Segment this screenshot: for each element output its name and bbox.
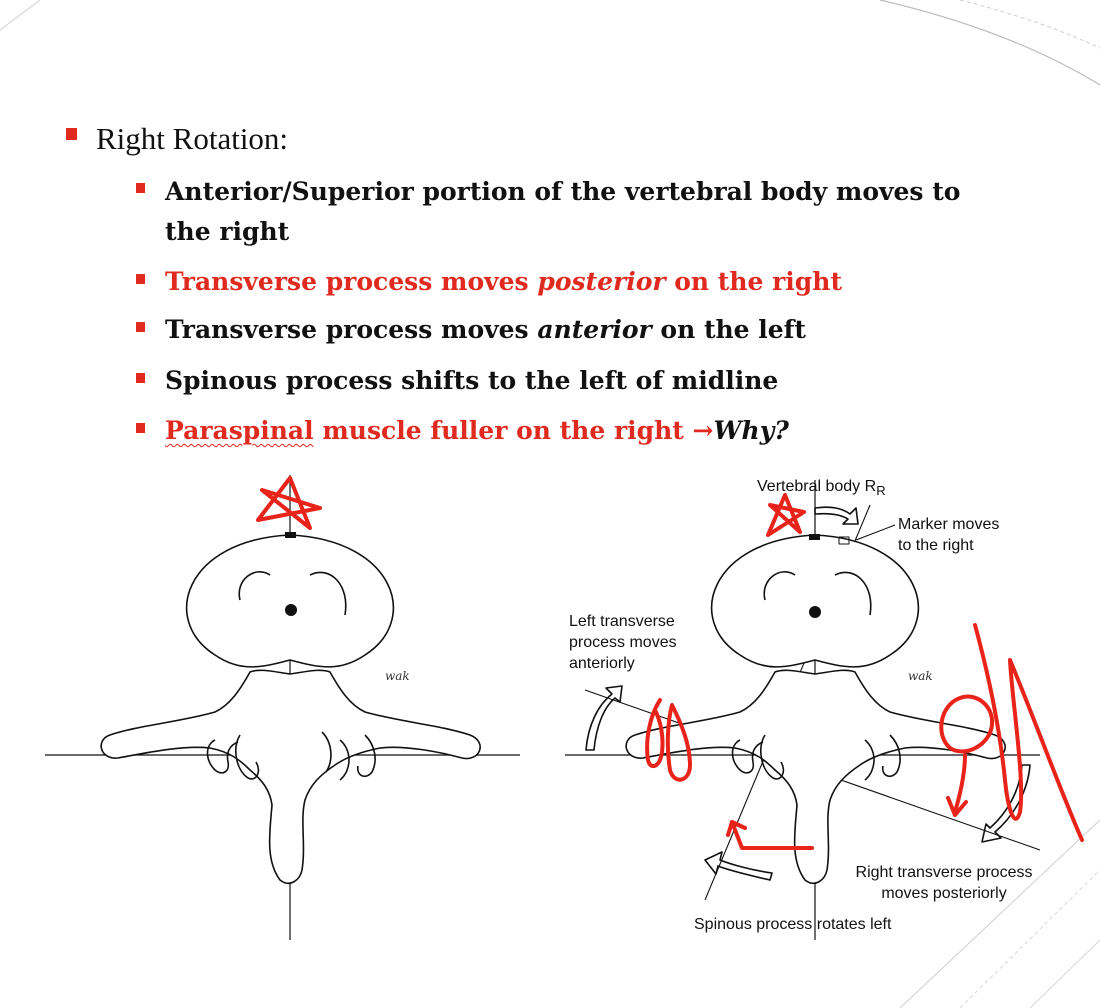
- caption-right-transverse: Right transverse process moves posterior…: [855, 864, 1033, 902]
- caption-marker-moves: Marker moves to the right: [898, 516, 1000, 554]
- bullet-marker: [66, 128, 77, 140]
- bullet-transverse-left: Transverse process moves anterior on the…: [165, 315, 806, 344]
- red-arrow-bottom-annotation: [730, 820, 814, 850]
- bullet-spinous: Spinous process shifts to the left of mi…: [165, 366, 779, 395]
- red-circle-left-annotation: [665, 703, 692, 782]
- red-circle-right-annotation: [939, 694, 995, 754]
- red-star-annotation: [256, 476, 322, 530]
- bullet-transverse-right: Transverse process moves posterior on th…: [165, 267, 843, 296]
- vertebra-rotated-diagram: wak: [565, 480, 1084, 940]
- caption-vertebral-body: Vertebral body RR: [757, 478, 886, 499]
- bullet-marker: [136, 373, 145, 383]
- bullet-paraspinal: Paraspinal muscle fuller on the right → …: [165, 416, 789, 445]
- slide-heading: Right Rotation:: [96, 121, 289, 156]
- illustrator-signature: wak: [908, 669, 933, 683]
- bullet-marker: [136, 183, 145, 193]
- bullet-marker: [136, 274, 145, 284]
- red-scribble-annotation: [973, 623, 1084, 842]
- bullet-marker: [136, 423, 145, 433]
- caption-left-transverse: Left transverse process moves anteriorly: [569, 613, 677, 672]
- illustrator-signature: wak: [385, 669, 410, 683]
- red-loop-left-annotation: [645, 698, 665, 769]
- bullet-anterior-superior: Anterior/Superior portion of the vertebr…: [165, 177, 961, 246]
- vertebra-neutral-diagram: wak: [45, 475, 520, 940]
- caption-spinous-process: Spinous process rotates left: [694, 916, 892, 933]
- red-star-annotation: [766, 493, 806, 537]
- bullet-marker: [136, 322, 145, 332]
